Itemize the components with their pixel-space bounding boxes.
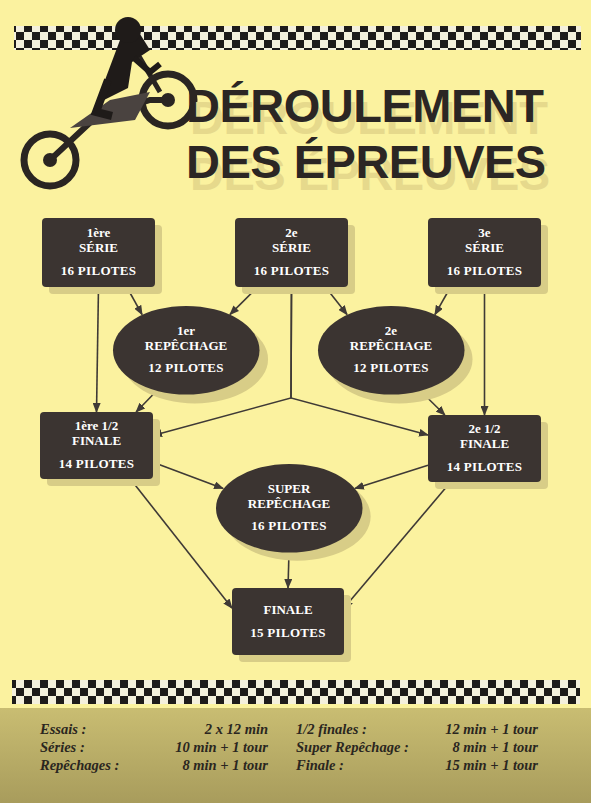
- rider-count: 16 PILOTES: [447, 264, 523, 279]
- flow-arrow: [325, 287, 347, 315]
- stage-name: 3e SÉRIE: [460, 226, 510, 256]
- stage-name: 1ère 1/2 FINALE: [57, 419, 137, 449]
- flow-arrow: [435, 287, 451, 315]
- timing-label: Repêchages :: [40, 758, 119, 773]
- flow-arrow: [153, 462, 223, 488]
- rider-count: 14 PILOTES: [59, 457, 135, 472]
- stage-box: 2e 1/2 FINALE 14 PILOTES: [428, 415, 541, 482]
- timing-label: Super Repêchage :: [296, 740, 409, 755]
- flow-arrow: [127, 287, 142, 315]
- stage-name: 2e 1/2 FINALE: [445, 422, 525, 452]
- flow-arrow: [97, 287, 99, 412]
- stage-name: 1er REPÊCHAGE: [141, 324, 231, 354]
- timing-value: 8 min + 1 tour: [452, 740, 538, 755]
- rider-count: 16 PILOTES: [251, 519, 327, 534]
- rider-count: 14 PILOTES: [447, 460, 523, 475]
- checkered-band: [12, 680, 580, 704]
- timing-value: 15 min + 1 tour: [445, 758, 538, 773]
- rider-count: 16 PILOTES: [254, 264, 330, 279]
- timing-label: Finale :: [296, 758, 344, 773]
- motocross-rider: [24, 17, 194, 186]
- rider-count: 16 PILOTES: [61, 264, 137, 279]
- stage-box: 1ère 1/2 FINALE 14 PILOTES: [40, 412, 153, 479]
- footer-band: [0, 708, 591, 803]
- flow-arrow: [484, 287, 486, 415]
- stage-box: FINALE 15 PILOTES: [232, 588, 344, 655]
- stage-name: 1ère SÉRIE: [74, 226, 124, 256]
- rider-count: 12 PILOTES: [148, 361, 224, 376]
- stage-name: SUPER REPÊCHAGE: [244, 482, 334, 512]
- stage-box: 1ère SÉRIE 16 PILOTES: [42, 218, 155, 287]
- flow-arrow: [130, 479, 232, 608]
- repechage-ellipse: 2e REPÊCHAGE 12 PILOTES: [318, 306, 465, 395]
- timing-value: 2 x 12 min: [205, 722, 268, 737]
- rider-count: 15 PILOTES: [250, 626, 326, 641]
- flow-arrow: [230, 287, 258, 315]
- flow-arrow: [355, 465, 428, 488]
- timing-label: 1/2 finales :: [296, 722, 367, 737]
- timing-value: 12 min + 1 tour: [445, 722, 538, 737]
- stage-name: FINALE: [263, 603, 312, 618]
- repechage-ellipse: SUPER REPÊCHAGE 16 PILOTES: [216, 464, 363, 553]
- stage-name: 2e SÉRIE: [267, 226, 317, 256]
- timing-value: 8 min + 1 tour: [182, 758, 268, 773]
- timing-label: Essais :: [40, 722, 86, 737]
- stage-box: 3e SÉRIE 16 PILOTES: [428, 218, 541, 287]
- timing-label: Séries :: [40, 740, 85, 755]
- repechage-ellipse: 1er REPÊCHAGE 12 PILOTES: [113, 306, 260, 395]
- stage-box: 2e SÉRIE 16 PILOTES: [235, 218, 348, 287]
- timing-value: 10 min + 1 tour: [175, 740, 268, 755]
- checkered-band: [14, 26, 581, 50]
- poster-title: DÉROULEMENT DES ÉPREUVES: [186, 78, 576, 191]
- stage-name: 2e REPÊCHAGE: [346, 324, 436, 354]
- rider-count: 12 PILOTES: [353, 361, 429, 376]
